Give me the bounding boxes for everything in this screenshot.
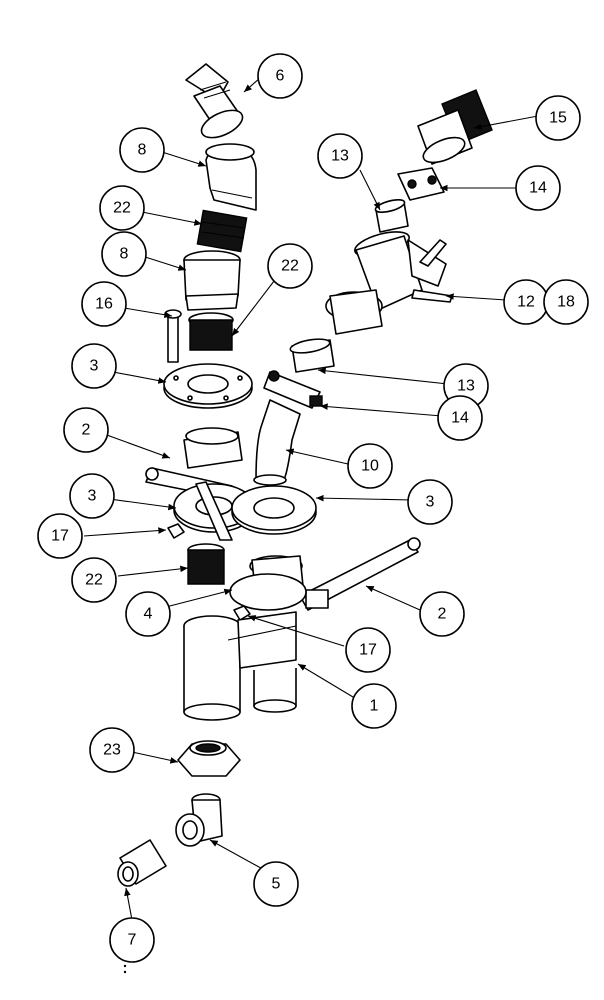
svg-text:2: 2 <box>82 422 91 439</box>
callout-balloons: 6 15 8 13 14 22 8 22 12 18 16 3 13 14 2 … <box>37 53 589 963</box>
callout-22-upper: 22 <box>99 185 145 231</box>
svg-text:1: 1 <box>370 698 379 715</box>
part-23-bushing <box>177 740 241 777</box>
part-4-body-flange <box>229 573 307 611</box>
callout-8-lower: 8 <box>101 231 147 277</box>
svg-text:10: 10 <box>361 458 379 475</box>
svg-text:12: 12 <box>517 294 535 311</box>
callout-3-top: 3 <box>71 343 117 389</box>
callout-16: 16 <box>81 281 127 327</box>
leader-lines <box>83 77 539 921</box>
svg-text:17: 17 <box>51 528 69 545</box>
part-2-lower-valve <box>249 537 421 611</box>
callout-3-mid-right: 3 <box>407 479 453 525</box>
callout-1: 1 <box>351 683 397 729</box>
part-3-top-flange <box>163 363 253 409</box>
part-8-upper-elbow <box>205 143 257 211</box>
svg-text:17: 17 <box>359 642 377 659</box>
svg-text:2: 2 <box>438 606 447 623</box>
callout-22-lower: 22 <box>71 557 117 603</box>
part-7-nipple <box>117 839 167 887</box>
callout-22-mid: 22 <box>267 243 313 289</box>
part-15-coupling <box>417 89 493 165</box>
svg-text:6: 6 <box>276 68 285 85</box>
svg-text:3: 3 <box>426 494 435 511</box>
svg-text:8: 8 <box>138 142 147 159</box>
svg-text:5: 5 <box>272 876 281 893</box>
callout-8-upper: 8 <box>119 127 165 173</box>
svg-text:4: 4 <box>144 606 153 623</box>
callout-12: 12 <box>503 279 549 325</box>
svg-text:3: 3 <box>90 358 99 375</box>
part-17-nut-upper <box>167 523 185 539</box>
part-16-bolt <box>164 309 182 363</box>
callout-2-upper: 2 <box>63 407 109 453</box>
svg-text:8: 8 <box>120 246 129 263</box>
part-5-elbow <box>175 793 223 847</box>
svg-text:3: 3 <box>88 488 97 505</box>
callout-17-upper: 17 <box>37 513 83 559</box>
part-14-lower-fitting <box>263 370 323 409</box>
callout-10: 10 <box>347 443 393 489</box>
svg-text:16: 16 <box>95 296 113 313</box>
part-14-upper-fitting <box>397 167 445 201</box>
callout-17-lower: 17 <box>345 627 391 673</box>
svg-text:23: 23 <box>103 742 121 759</box>
svg-text:13: 13 <box>331 148 349 165</box>
part-22-lower-nipple <box>187 543 225 585</box>
part-22-upper-nipple <box>196 209 248 253</box>
svg-text:22: 22 <box>113 200 131 217</box>
part-6-fitting <box>185 63 244 139</box>
part-13-lower-sleeve <box>289 338 335 373</box>
bottom-dots <box>123 964 127 974</box>
callout-13-upper: 13 <box>317 133 363 179</box>
part-12-wye-strainer <box>325 231 453 335</box>
callout-23: 23 <box>89 727 135 773</box>
part-17-nut-lower <box>233 605 251 621</box>
svg-text:7: 7 <box>128 932 137 949</box>
part-13-upper-sleeve <box>374 199 409 233</box>
part-8-lower-coupling <box>183 250 241 311</box>
part-22-mid-nipple <box>188 312 234 351</box>
callout-14-upper: 14 <box>515 165 561 211</box>
svg-text:22: 22 <box>85 572 103 589</box>
callout-7: 7 <box>109 917 155 963</box>
callout-3-mid-left: 3 <box>69 473 115 519</box>
callout-14-lower: 14 <box>437 395 483 441</box>
svg-text:13: 13 <box>457 378 475 395</box>
part-10-elbow <box>253 399 301 486</box>
callout-4: 4 <box>125 591 171 637</box>
svg-text:18: 18 <box>557 294 575 311</box>
callout-2-lower: 2 <box>419 591 465 637</box>
svg-text:15: 15 <box>549 110 567 127</box>
callout-5: 5 <box>253 861 299 907</box>
part-3-mid-right-flange <box>231 485 317 535</box>
svg-text:14: 14 <box>529 180 547 197</box>
svg-text:14: 14 <box>451 410 469 427</box>
part-1-tee-body <box>183 611 297 721</box>
callout-15: 15 <box>535 95 581 141</box>
callout-6: 6 <box>257 53 303 99</box>
callout-18: 18 <box>543 279 589 325</box>
svg-text:22: 22 <box>281 258 299 275</box>
